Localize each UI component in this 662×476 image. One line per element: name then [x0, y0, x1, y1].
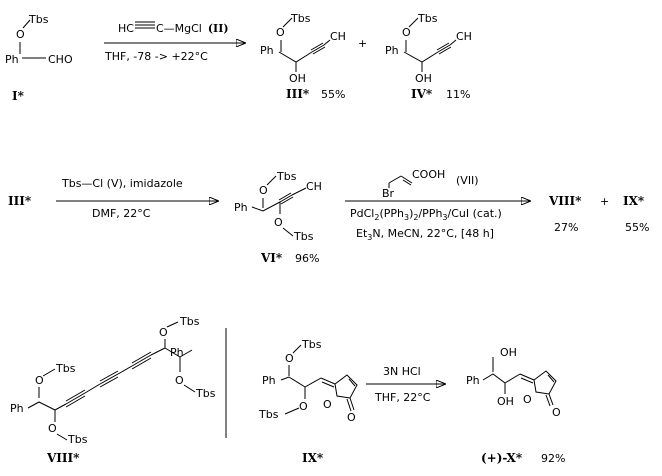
phenyl-label: Ph — [385, 44, 399, 57]
aldehyde-label: CHO — [48, 53, 73, 66]
o-atom: O — [276, 26, 285, 39]
product-label-IX: IX* — [623, 194, 645, 208]
reaction-arrow-2: Tbs—Cl (V), imidazole DMF, 22°C — [56, 177, 218, 220]
compound-label-III: III* — [286, 87, 310, 101]
compound-IX-structure: Tbs O Ph O Tbs O O IX* — [258, 338, 358, 465]
product-label-VIII: VIII* — [548, 194, 582, 208]
tbs-label-bottom: Tbs — [258, 408, 279, 421]
alkyne-terminal: CH — [456, 30, 472, 43]
tbs-label-top: Tbs — [276, 170, 297, 183]
acid-reagent: 3N HCl — [383, 365, 421, 378]
catalyst-system: PdCl2(PPh3)2/PPh3/CuI (cat.) — [350, 207, 502, 222]
bromoacrylic-acid-VII: COOH Br (VII) — [382, 168, 479, 200]
compound-X-structure: OH Ph OH O O (+)-X* 92% — [466, 346, 565, 465]
yield-VIII: 27% — [554, 221, 578, 234]
conditions-2: DMF, 22°C — [92, 207, 151, 220]
carboxyl-label: COOH — [412, 168, 445, 181]
phenyl-label-1: Ph — [10, 402, 24, 415]
compound-III: Tbs O Ph OH CH III* 55% — [260, 12, 346, 101]
tbs-label: Tbs — [290, 12, 311, 25]
o-atom-bottom: O — [299, 400, 308, 413]
plus-sign: + — [358, 37, 367, 50]
hydroxyl-label-top: OH — [500, 346, 517, 359]
tbs-label-2: Tbs — [67, 433, 88, 446]
tbs-label: Tbs — [28, 13, 49, 26]
ring-oxygen: O — [323, 398, 332, 411]
compound-label-IV: IV* — [411, 87, 433, 101]
phenyl-label: Ph — [262, 374, 276, 387]
reaction-arrow-4: 3N HCl THF, 22°C — [366, 365, 445, 404]
carbonyl-oxygen: O — [552, 406, 561, 419]
o-atom: O — [159, 326, 168, 339]
tbs-label-1: Tbs — [55, 362, 76, 375]
tbs-label-4: Tbs — [195, 387, 216, 400]
hydroxyl-label-bottom: OH — [497, 395, 514, 408]
compound-label-VI: VI* — [260, 251, 283, 265]
phenyl-label: Ph — [234, 201, 248, 214]
phenyl-label: Ph — [260, 44, 274, 57]
ring-oxygen: O — [523, 393, 532, 406]
yield-III: 55% — [321, 88, 345, 101]
phenyl-label: Ph — [5, 53, 19, 66]
yield-IV: 11% — [446, 88, 470, 101]
compound-VIII-structure: Tbs O Ph O Tbs O Tbs Ph O Tbs VIII* — [10, 315, 216, 465]
o-atom: O — [175, 374, 184, 387]
alkyne-terminal: CH — [306, 180, 322, 193]
starting-material-III: III* — [8, 194, 32, 208]
compound-label-X: (+)-X* — [481, 451, 523, 465]
hydroxyl-label: OH — [415, 72, 432, 85]
phenyl-label: Ph — [466, 374, 480, 387]
hydroxyl-label: OH — [289, 72, 306, 85]
silylation-reagent: Tbs—Cl (V), imidazole — [61, 177, 183, 190]
compound-label-IX: IX* — [302, 451, 324, 465]
compound-number-VII: (VII) — [456, 174, 479, 187]
compound-label-VIII: VIII* — [46, 451, 80, 465]
tbs-label-3: Tbs — [179, 315, 200, 328]
tbs-label: Tbs — [417, 12, 438, 25]
plus-sign: + — [600, 195, 609, 208]
o-atom-bottom: O — [274, 216, 283, 229]
base-solvent-conditions: Et3N, MeCN, 22°C, [48 h] — [356, 227, 494, 242]
conditions-1: THF, -78 -> +22°C — [104, 50, 208, 63]
compound-VI: Tbs O Ph O Tbs CH VI* 96% — [234, 170, 322, 265]
tbs-label-bottom: Tbs — [293, 230, 314, 243]
compound-I: Tbs O Ph CHO I* — [5, 13, 73, 103]
o-atom: O — [48, 422, 57, 435]
o-atom-top: O — [285, 352, 294, 365]
o-atom: O — [402, 26, 411, 39]
conditions-4: THF, 22°C — [374, 391, 431, 404]
yield-VI: 96% — [295, 252, 319, 265]
o-atom-top: O — [259, 184, 268, 197]
yield-IX: 55% — [625, 221, 649, 234]
reaction-arrow-3: COOH Br (VII) PdCl2(PPh3)2/PPh3/CuI (cat… — [345, 168, 530, 242]
carbonyl-oxygen: O — [347, 411, 356, 424]
compound-label-I: I* — [12, 89, 25, 103]
o-atom: O — [16, 28, 25, 41]
o-atom: O — [35, 374, 44, 387]
yield-X: 92% — [541, 452, 565, 465]
alkyne-terminal: CH — [330, 30, 346, 43]
tbs-label-top: Tbs — [301, 338, 322, 351]
compound-IV: Tbs O Ph OH CH IV* 11% — [385, 12, 472, 101]
phenyl-label-2: Ph — [170, 346, 184, 359]
bromo-label: Br — [382, 187, 395, 200]
